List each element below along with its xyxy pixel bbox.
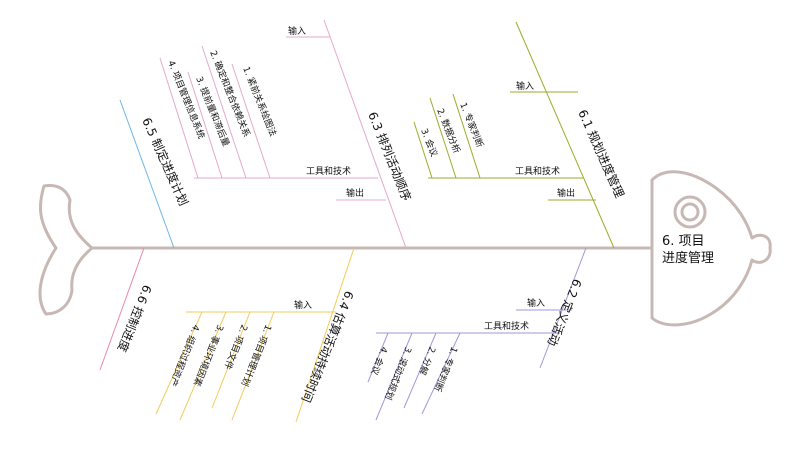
branch-6-1-item-1: 1. 专家判断 (457, 101, 486, 149)
branch-6-3-item-line-4 (159, 57, 199, 179)
branch-6-6-bone (99, 247, 145, 371)
branch-6-2-item-4: 4. 会议 (368, 345, 390, 377)
branch-6-4-input-label: 输入 (294, 299, 312, 311)
branch-6-1-item-line-3 (413, 121, 433, 179)
branch-6-3-tools-label: 工具和技术 (306, 165, 351, 177)
branch-6-5-title: 6.5 制定进度计划 (139, 115, 191, 208)
branch-6-4-item-line-1 (231, 311, 275, 421)
branch-6-3-item-line-2 (201, 45, 247, 179)
branch-6-1-title: 6.1 规划进度管理 (575, 107, 627, 200)
fish-eye-inner (680, 202, 700, 222)
branch-6-2-input-label: 输入 (527, 297, 545, 309)
branch-6-2 (367, 247, 587, 421)
branch-6-1-item-2: 2. 数据分析 (434, 107, 463, 155)
fish-head (650, 170, 772, 327)
branch-6-3-bone (323, 19, 407, 249)
branch-6-3 (159, 19, 407, 249)
branch-6-2-title: 6.2 定义活动 (545, 277, 585, 348)
branch-6-3-output-label: 输出 (346, 187, 364, 199)
branch-6-4-item-line-4 (155, 311, 203, 415)
branch-6-2-item-2: 2. 分解 (416, 345, 438, 377)
branch-6-4 (155, 247, 355, 423)
fish-body (38, 170, 772, 327)
branch-6-2-tools-label: 工具和技术 (484, 320, 529, 332)
branch-6-4-item-line-3 (179, 311, 227, 421)
branch-6-2-item-line-4 (367, 332, 389, 383)
branch-6-2-item-line-3 (375, 332, 413, 421)
branch-6-1-bone (515, 21, 615, 249)
branch-6-5-bone (119, 99, 175, 249)
branch-6-1-item-line-2 (429, 97, 457, 179)
branch-6-1 (413, 21, 615, 249)
branch-6-2-item-line-1 (421, 332, 461, 415)
branch-6-4-bone (295, 247, 355, 423)
branch-6-6 (99, 247, 145, 371)
fish-tail (38, 184, 94, 316)
branch-6-1-item-3: 3. 会议 (418, 127, 440, 159)
branch-6-1-input-label: 输入 (516, 80, 534, 92)
head-title-line1: 6. 项目 (662, 234, 705, 249)
head-title-line2: 进度管理 (662, 250, 714, 266)
fish-eye-outer (673, 195, 707, 229)
branch-6-3-item-4: 4. 项目管理信息系统 (165, 59, 207, 141)
branch-6-3-input-label: 输入 (288, 25, 306, 37)
branch-6-1-item-line-1 (452, 93, 481, 179)
branch-6-1-output-label: 输出 (557, 187, 575, 199)
branch-6-2-bone (539, 247, 587, 369)
branch-6-2-item-line-2 (403, 332, 437, 409)
branch-6-3-item-line-1 (231, 63, 271, 179)
branch-6-4-item-2: 2. 项目文件 (221, 323, 250, 371)
branch-6-3-item-line-3 (187, 71, 223, 179)
branch-6-5 (119, 99, 175, 249)
branch-6-1-tools-label: 工具和技术 (515, 165, 560, 177)
branch-6-4-item-line-2 (211, 311, 251, 409)
branch-6-6-title: 6.6 控制进度 (115, 283, 155, 354)
